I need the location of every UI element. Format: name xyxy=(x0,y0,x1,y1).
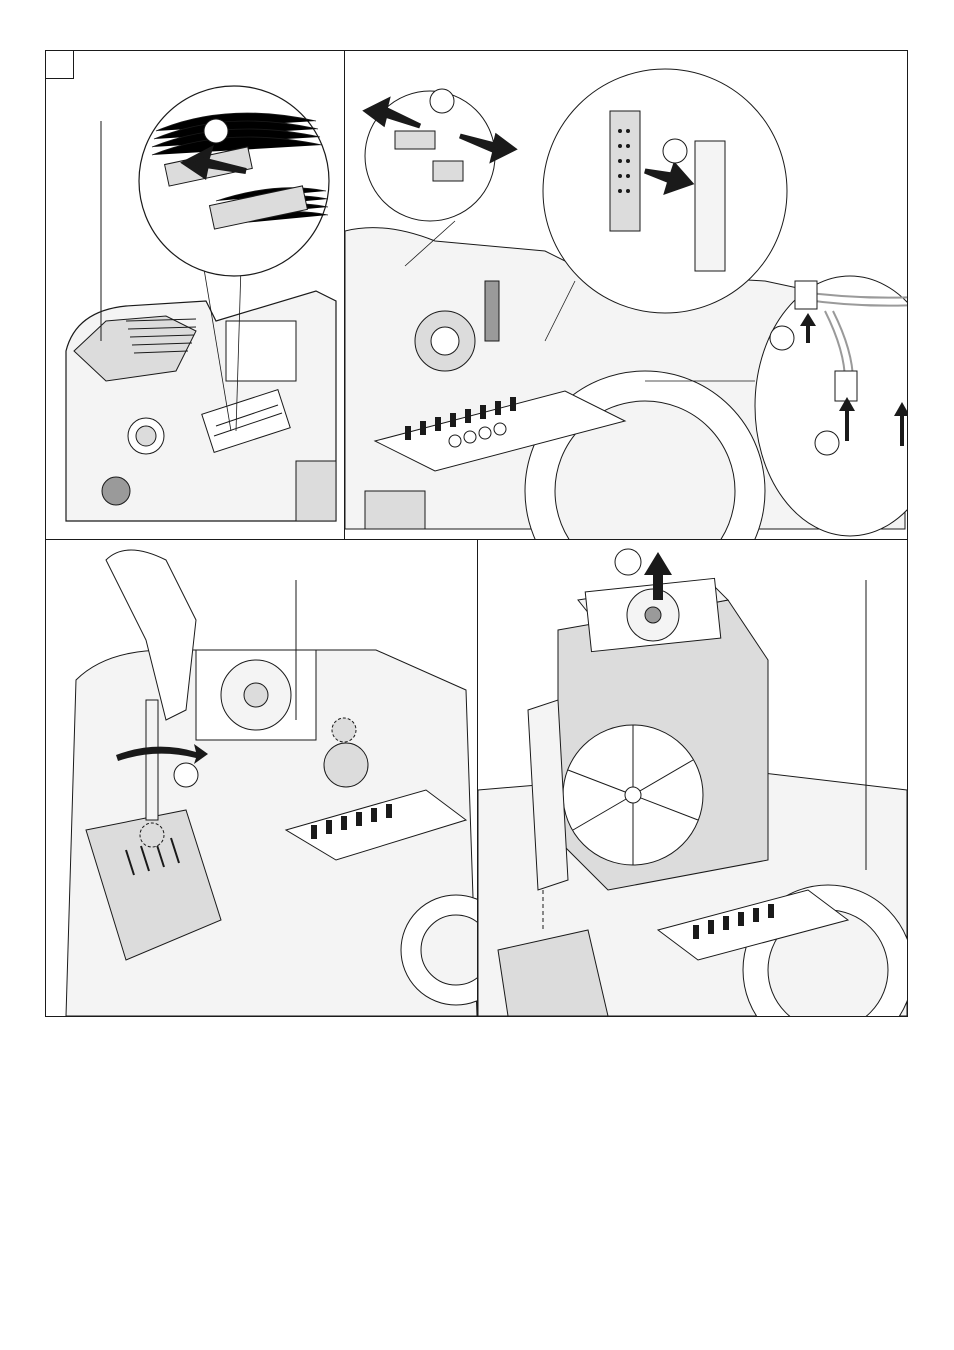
panel-top-right xyxy=(345,51,907,539)
screw-removal-drawing xyxy=(46,540,477,1016)
module-lift-drawing xyxy=(478,540,907,1016)
panel-bottom-right xyxy=(478,540,907,1016)
illustration-frame xyxy=(45,50,908,1017)
panel-top-left xyxy=(46,51,344,539)
panel-bottom-left xyxy=(46,540,477,1016)
connector-removal-drawing xyxy=(46,51,344,539)
board-disconnect-drawing xyxy=(345,51,907,539)
